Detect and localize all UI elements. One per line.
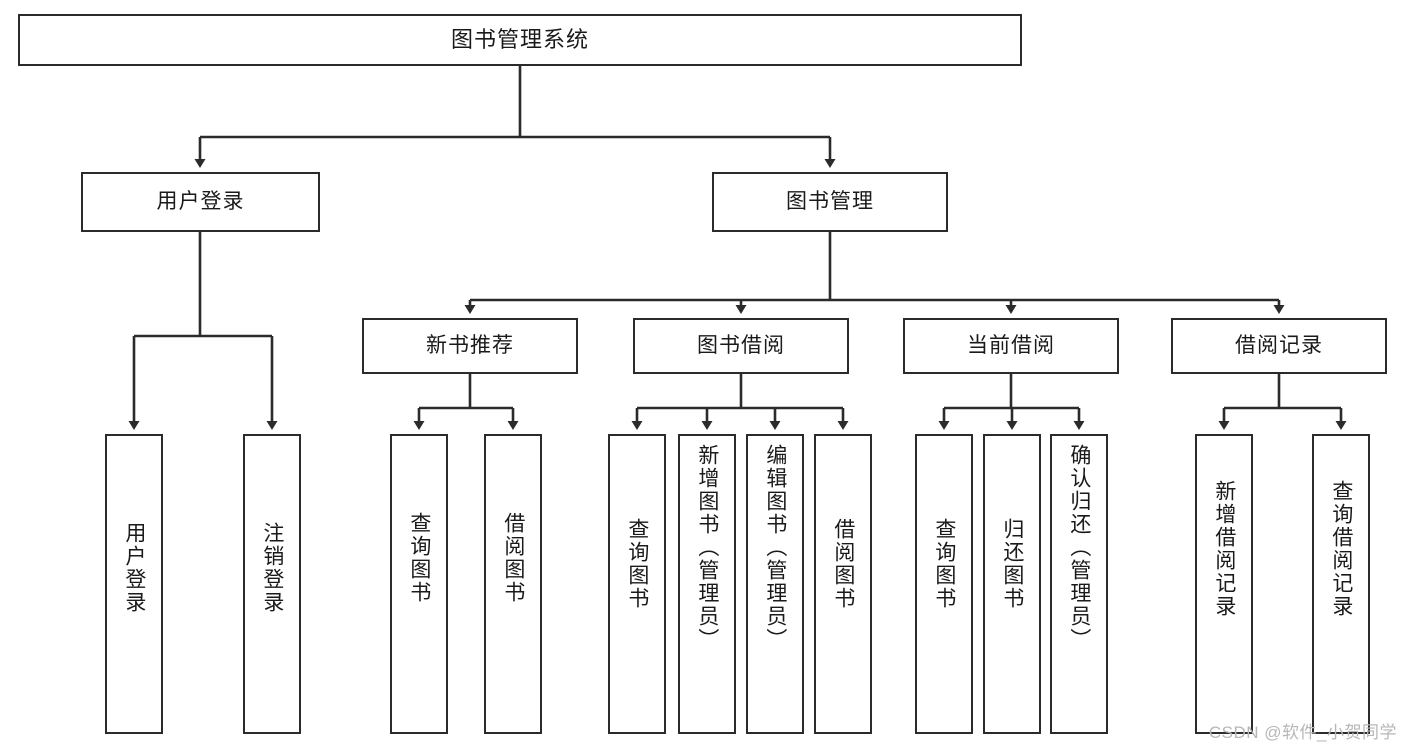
node-leaf-borrow-book-2[interactable]: 借阅图书 xyxy=(814,434,872,734)
node-book-borrow-label: 图书借阅 xyxy=(697,334,785,358)
node-leaf-add-book[interactable]: 新增图书（管理员） xyxy=(678,434,736,734)
node-user-login-label: 用户登录 xyxy=(156,190,245,214)
node-leaf-add-record-label: 新增借阅记录 xyxy=(1212,480,1236,618)
node-leaf-query-record-label: 查询借阅记录 xyxy=(1329,480,1353,618)
node-leaf-borrow-book-1-label: 借阅图书 xyxy=(501,512,525,604)
node-current-borrow[interactable]: 当前借阅 xyxy=(903,318,1119,374)
node-leaf-return-book-label: 归还图书 xyxy=(1000,518,1024,610)
node-leaf-query-record[interactable]: 查询借阅记录 xyxy=(1312,434,1370,734)
node-leaf-add-book-label: 新增图书（管理员） xyxy=(695,444,719,651)
node-leaf-user-logout-label: 注销登录 xyxy=(260,522,284,614)
node-book-borrow[interactable]: 图书借阅 xyxy=(633,318,849,374)
node-current-borrow-label: 当前借阅 xyxy=(967,334,1055,358)
watermark-text: CSDN @软件_小贺同学 xyxy=(1208,723,1397,742)
node-new-book-rec[interactable]: 新书推荐 xyxy=(362,318,578,374)
node-leaf-borrow-book-1[interactable]: 借阅图书 xyxy=(484,434,542,734)
node-leaf-user-logout[interactable]: 注销登录 xyxy=(243,434,301,734)
node-book-manage-label: 图书管理 xyxy=(786,190,874,214)
node-user-login[interactable]: 用户登录 xyxy=(81,172,320,232)
node-leaf-borrow-book-2-label: 借阅图书 xyxy=(831,518,855,610)
node-leaf-query-book-2-label: 查询图书 xyxy=(625,518,649,610)
node-leaf-return-book[interactable]: 归还图书 xyxy=(983,434,1041,734)
node-leaf-edit-book-label: 编辑图书（管理员） xyxy=(763,444,787,651)
node-new-book-rec-label: 新书推荐 xyxy=(426,334,514,358)
node-leaf-edit-book[interactable]: 编辑图书（管理员） xyxy=(746,434,804,734)
node-book-manage[interactable]: 图书管理 xyxy=(712,172,948,232)
node-root-label: 图书管理系统 xyxy=(450,26,589,52)
node-leaf-user-login-label: 用户登录 xyxy=(122,522,146,614)
node-leaf-query-book-1[interactable]: 查询图书 xyxy=(390,434,448,734)
node-leaf-query-book-1-label: 查询图书 xyxy=(407,512,431,604)
node-leaf-add-record[interactable]: 新增借阅记录 xyxy=(1195,434,1253,734)
node-root[interactable]: 图书管理系统 xyxy=(18,14,1022,66)
node-leaf-user-login[interactable]: 用户登录 xyxy=(105,434,163,734)
node-borrow-record[interactable]: 借阅记录 xyxy=(1171,318,1387,374)
node-leaf-query-book-2[interactable]: 查询图书 xyxy=(608,434,666,734)
node-leaf-confirm-return-label: 确认归还（管理员） xyxy=(1067,444,1091,651)
node-leaf-confirm-return[interactable]: 确认归还（管理员） xyxy=(1050,434,1108,734)
node-leaf-query-book-3-label: 查询图书 xyxy=(932,518,956,610)
node-borrow-record-label: 借阅记录 xyxy=(1235,334,1323,358)
node-leaf-query-book-3[interactable]: 查询图书 xyxy=(915,434,973,734)
